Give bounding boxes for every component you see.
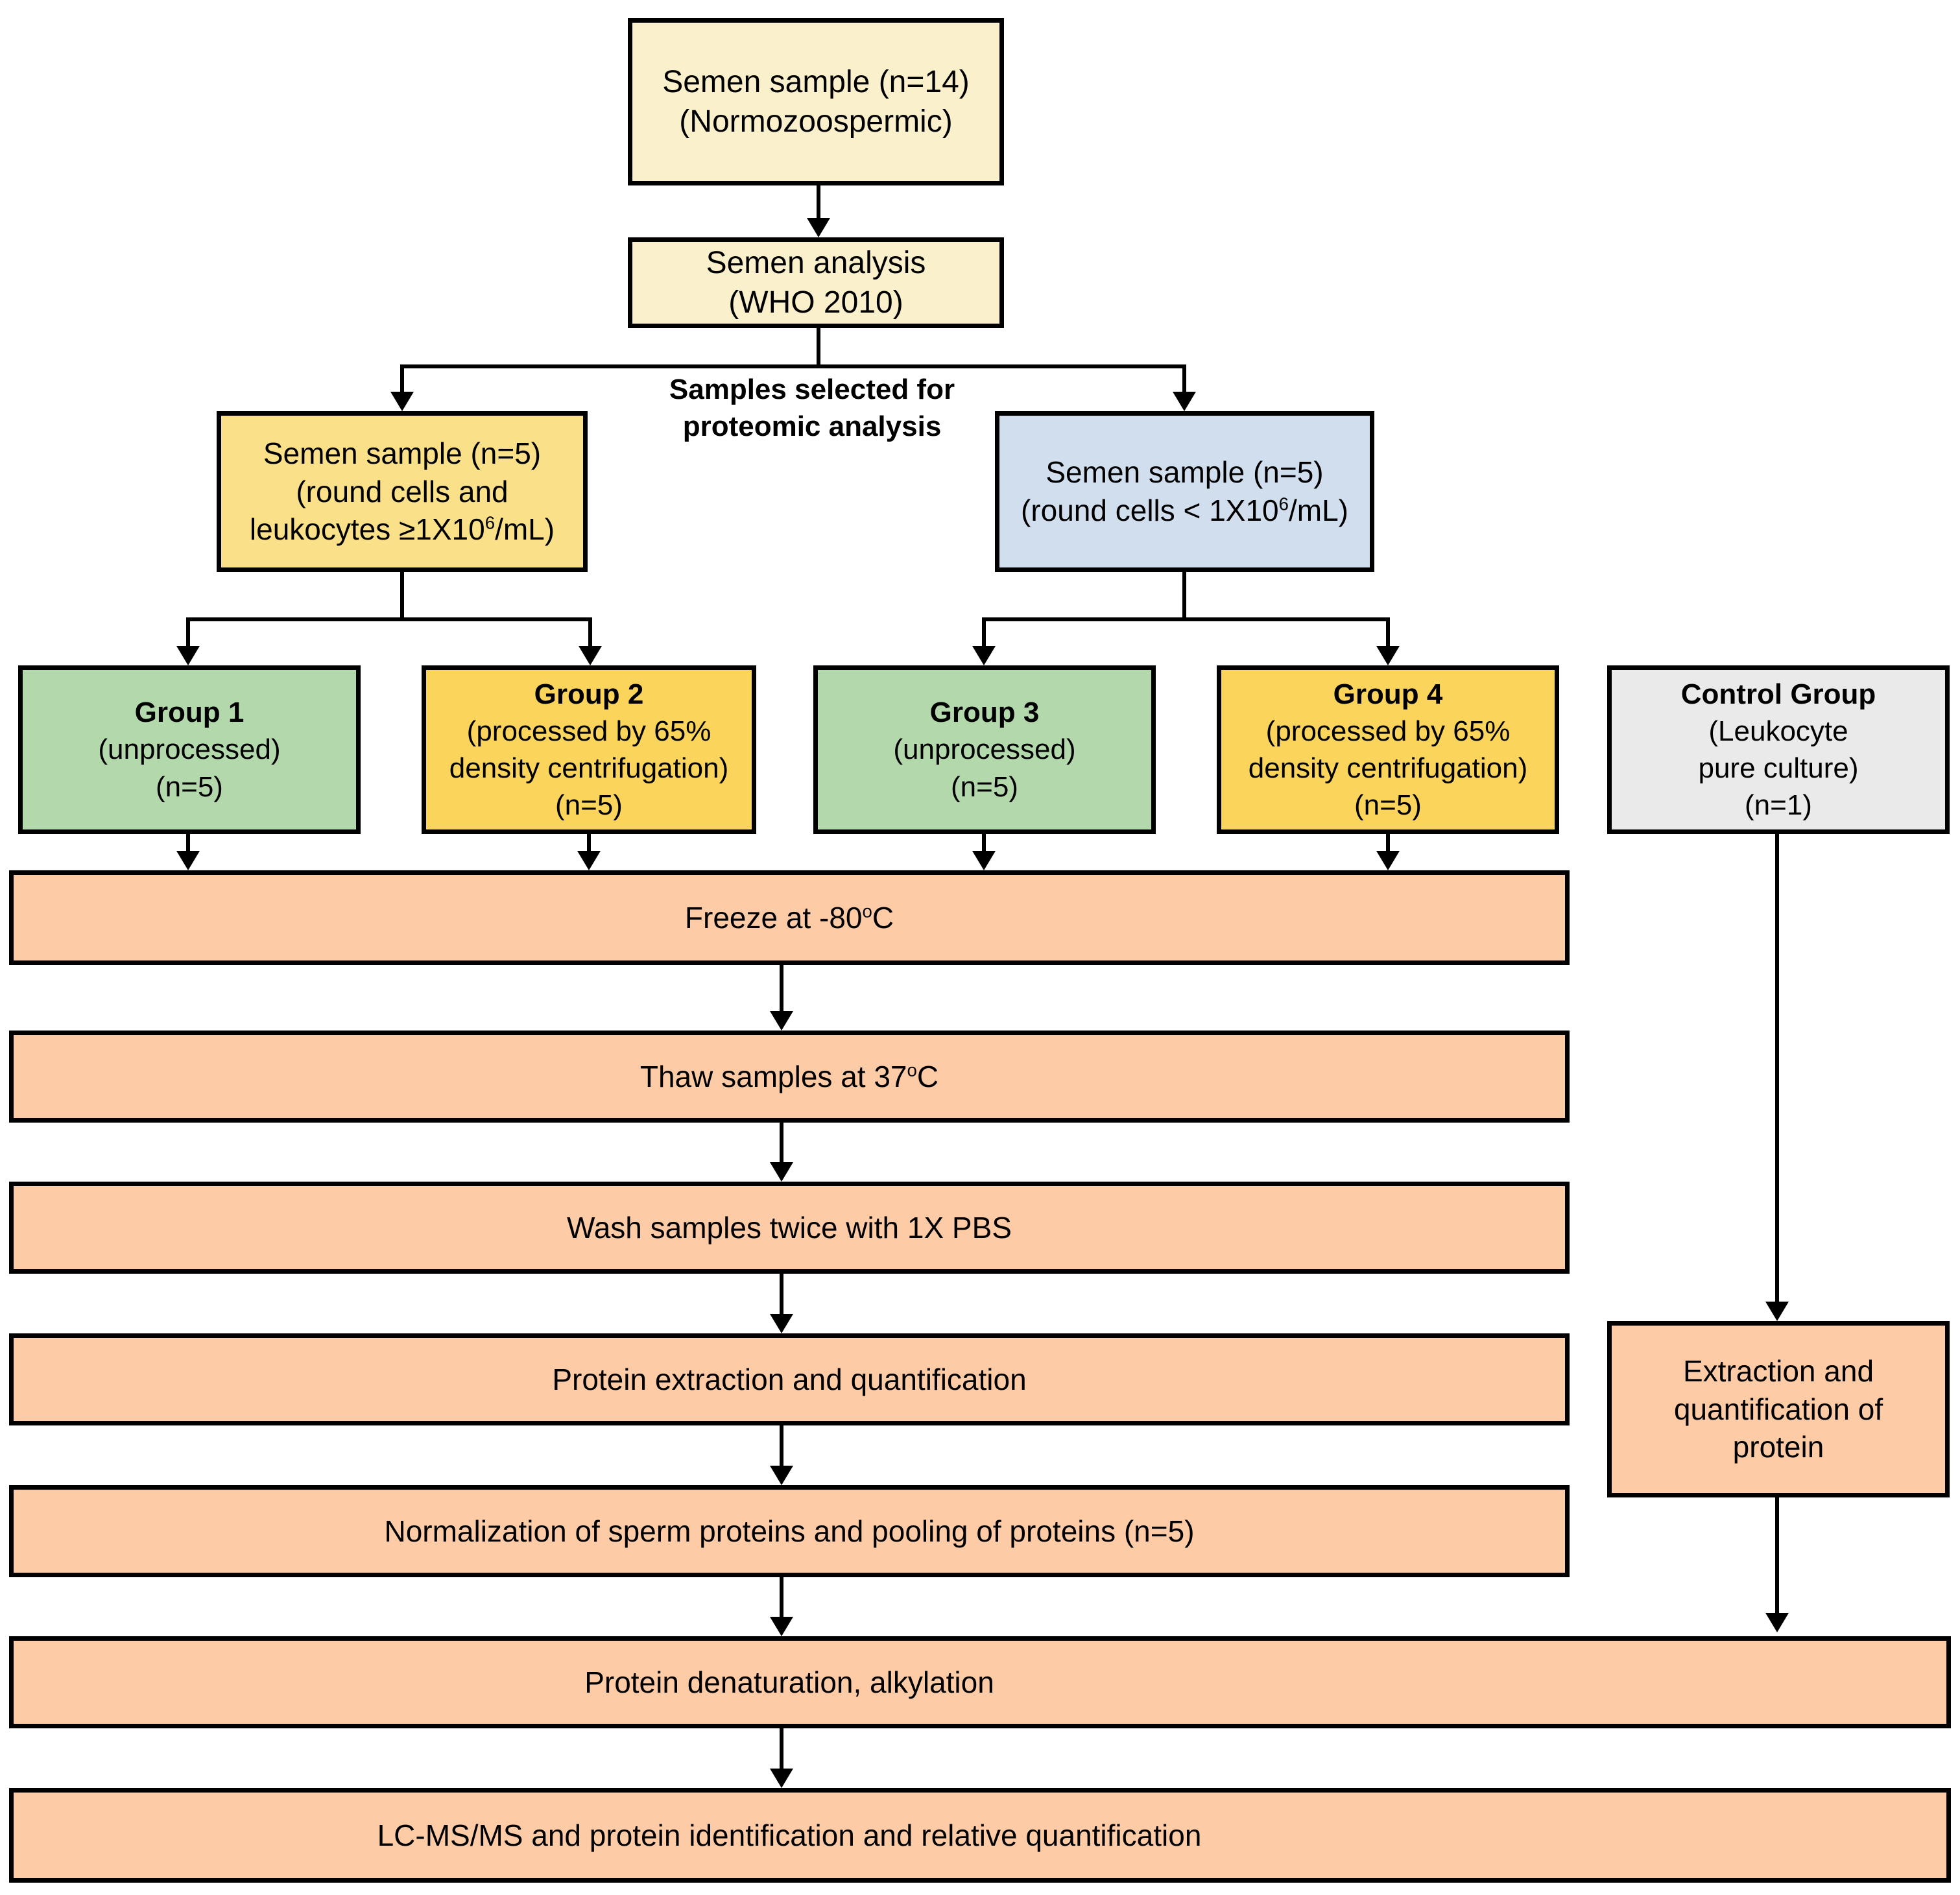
selection-label: Samples selected for proteomic analysis (569, 371, 1055, 445)
semen-sample-line1: Semen sample (n=14) (662, 64, 970, 99)
semen-analysis-line2: (WHO 2010) (728, 285, 903, 320)
low-roundcell-line2: (round cells < 1X106/mL) (1021, 494, 1348, 527)
high-roundcell-line2: (round cells and (296, 474, 508, 508)
group1-line3: (n=5) (156, 770, 223, 803)
group4-line3: density centrifugation) (1248, 752, 1528, 784)
group3-title: Group 3 (929, 697, 1040, 729)
group1-line2: (unprocessed) (98, 733, 281, 766)
group2-line2: (processed by 65% (466, 715, 711, 747)
group4-box: Group 4 (processed by 65% density centri… (1217, 665, 1559, 834)
thaw-step-label: Thaw samples at 37oC (639, 1060, 939, 1093)
low-roundcell-sample-box: Semen sample (n=5) (round cells < 1X106/… (995, 411, 1374, 572)
high-roundcell-sample-box: Semen sample (n=5) (round cells and leuk… (217, 411, 588, 572)
arrow-to-group4 (1376, 620, 1400, 665)
arrow-group4-to-freeze (1376, 834, 1400, 870)
wash-step-label: Wash samples twice with 1X PBS (567, 1211, 1012, 1245)
arrow-denaturation-to-lcms (770, 1728, 793, 1788)
extraction-quantification-box: Extraction and quantification of protein (1607, 1321, 1950, 1497)
arrow-normalization-to-denaturation (770, 1577, 793, 1636)
lcms-step-bar: LC-MS/MS and protein identification and … (9, 1788, 1951, 1883)
connector-split-top (400, 364, 1186, 368)
control-group-line4: (n=1) (1745, 789, 1812, 822)
semen-analysis-line1: Semen analysis (706, 245, 926, 280)
wash-step-bar: Wash samples twice with 1X PBS (9, 1182, 1570, 1274)
arrow-to-group3 (972, 620, 996, 665)
semen-analysis-box: Semen analysis (WHO 2010) (628, 237, 1004, 328)
protein-extraction-step-bar: Protein extraction and quantification (9, 1333, 1570, 1425)
high-roundcell-line3: leukocytes ≥1X106/mL) (249, 512, 555, 547)
freeze-step-label: Freeze at -80oC (684, 901, 894, 935)
group2-line4: (n=5) (555, 789, 623, 822)
group2-line3: density centrifugation) (449, 752, 729, 784)
group3-line3: (n=5) (951, 770, 1018, 803)
group4-title: Group 4 (1333, 678, 1443, 710)
high-roundcell-line1: Semen sample (n=5) (263, 436, 542, 470)
low-roundcell-line1: Semen sample (n=5) (1046, 455, 1324, 490)
group3-box: Group 3 (unprocessed) (n=5) (813, 665, 1156, 834)
group2-box: Group 2 (processed by 65% density centri… (422, 665, 756, 834)
arrow-control-to-extraction-box (1765, 834, 1789, 1321)
semen-sample-box: Semen sample (n=14) (Normozoospermic) (628, 18, 1004, 185)
lcms-step-label: LC-MS/MS and protein identification and … (377, 1818, 1202, 1852)
semen-sample-line2: (Normozoospermic) (679, 104, 953, 139)
arrow-to-group1 (176, 620, 200, 665)
group4-line2: (processed by 65% (1265, 715, 1511, 747)
group2-title: Group 2 (534, 678, 644, 710)
group3-line2: (unprocessed) (893, 733, 1076, 766)
arrow-split-to-left-branch (390, 367, 414, 411)
arrow-extraction-box-to-denaturation (1765, 1497, 1789, 1632)
normalization-step-label: Normalization of sperm proteins and pool… (384, 1514, 1195, 1548)
arrow-split-to-right-branch (1173, 367, 1196, 411)
arrow-wash-to-extraction (770, 1274, 793, 1333)
group1-title: Group 1 (134, 697, 245, 729)
arrow-to-group2 (579, 620, 602, 665)
extraction-quantification-line2: quantification of (1673, 1392, 1883, 1426)
denaturation-step-bar: Protein denaturation, alkylation (9, 1636, 1951, 1728)
connector-left-branch-stub (400, 572, 404, 621)
arrow-freeze-to-thaw (770, 965, 793, 1031)
arrow-thaw-to-wash (770, 1123, 793, 1182)
arrow-extraction-to-normalization (770, 1425, 793, 1485)
control-group-line3: pure culture) (1698, 752, 1859, 784)
control-group-box: Control Group (Leukocyte pure culture) (… (1607, 665, 1950, 834)
arrow-group3-to-freeze (972, 834, 996, 870)
control-group-line2: (Leukocyte (1708, 715, 1848, 747)
control-group-title: Control Group (1680, 678, 1876, 710)
group1-box: Group 1 (unprocessed) (n=5) (18, 665, 361, 834)
protein-extraction-step-label: Protein extraction and quantification (552, 1363, 1027, 1396)
selection-label-line2: proteomic analysis (682, 411, 942, 443)
extraction-quantification-line3: protein (1732, 1430, 1824, 1464)
arrow-group1-to-freeze (176, 834, 200, 870)
connector-analysis-stub (817, 328, 820, 368)
normalization-step-bar: Normalization of sperm proteins and pool… (9, 1485, 1570, 1577)
arrow-sample-to-analysis (807, 185, 830, 237)
arrow-group2-to-freeze (577, 834, 601, 870)
thaw-step-bar: Thaw samples at 37oC (9, 1031, 1570, 1123)
group4-line4: (n=5) (1354, 789, 1422, 822)
denaturation-step-label: Protein denaturation, alkylation (584, 1665, 994, 1699)
connector-right-branch-stub (1182, 572, 1186, 621)
extraction-quantification-line1: Extraction and (1682, 1353, 1874, 1388)
connector-left-branch-split (186, 617, 592, 621)
selection-label-line1: Samples selected for (669, 374, 955, 405)
connector-right-branch-split (982, 617, 1390, 621)
freeze-step-bar: Freeze at -80oC (9, 870, 1570, 965)
